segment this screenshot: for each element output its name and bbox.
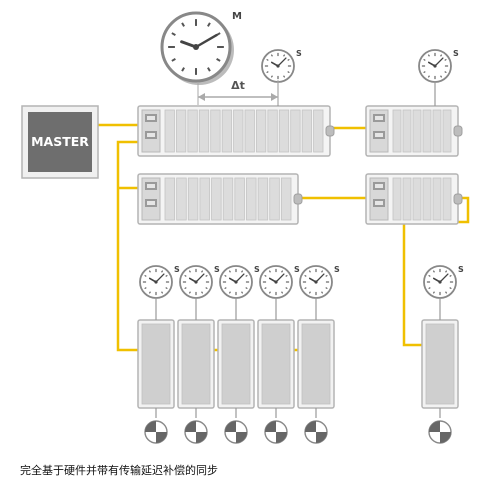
sync-diagram: MASTER M S S S S S S S S Δt — [21, 11, 470, 444]
slave-clock-device: S — [299, 265, 340, 299]
switch-main-top — [137, 105, 335, 157]
slave-clock-device-right: S — [423, 265, 464, 299]
clock-tag: S — [214, 265, 220, 274]
clock-tag: S — [254, 265, 260, 274]
clock-tag: S — [294, 265, 300, 274]
switch-main-second — [137, 173, 303, 225]
clock-tag: S — [174, 265, 180, 274]
sensor-icon — [144, 420, 168, 444]
slave-clock-device: S — [139, 265, 180, 299]
switch-right-second — [365, 173, 463, 225]
slave-clock-switch-main: S — [261, 49, 302, 83]
end-device — [177, 319, 215, 418]
master-clock: M — [160, 11, 242, 85]
master-label: MASTER — [31, 134, 89, 149]
sensors — [144, 420, 452, 444]
cable-segment — [116, 140, 138, 352]
clocks: M S S S S S S S S — [139, 11, 464, 320]
slave-clock-device: S — [259, 265, 300, 299]
switch-right-top — [365, 105, 463, 157]
caption: 完全基于硬件并带有传输延迟补偿的同步 — [20, 464, 218, 477]
end-device — [217, 319, 255, 418]
delta-t-label: Δt — [231, 79, 245, 92]
slave-clock-switch-right: S — [418, 49, 459, 83]
sensor-icon — [224, 420, 248, 444]
end-device — [137, 319, 175, 418]
end-device — [257, 319, 295, 418]
end-device — [297, 319, 335, 418]
clock-tag: S — [334, 265, 340, 274]
end-devices — [137, 319, 459, 418]
sensor-icon — [264, 420, 288, 444]
sensor-icon — [428, 420, 452, 444]
master-device: MASTER — [21, 105, 99, 179]
clock-tag: S — [453, 49, 459, 58]
sensor-icon — [304, 420, 328, 444]
end-device — [421, 319, 459, 418]
clock-tag: S — [458, 265, 464, 274]
clock-tag: S — [296, 49, 302, 58]
sensor-icon — [184, 420, 208, 444]
cables — [98, 123, 470, 352]
delta-t-marker: Δt — [197, 79, 279, 105]
slave-clock-device: S — [219, 265, 260, 299]
switches — [137, 105, 463, 225]
slave-clock-device: S — [179, 265, 220, 299]
clock-tag: M — [232, 11, 242, 22]
